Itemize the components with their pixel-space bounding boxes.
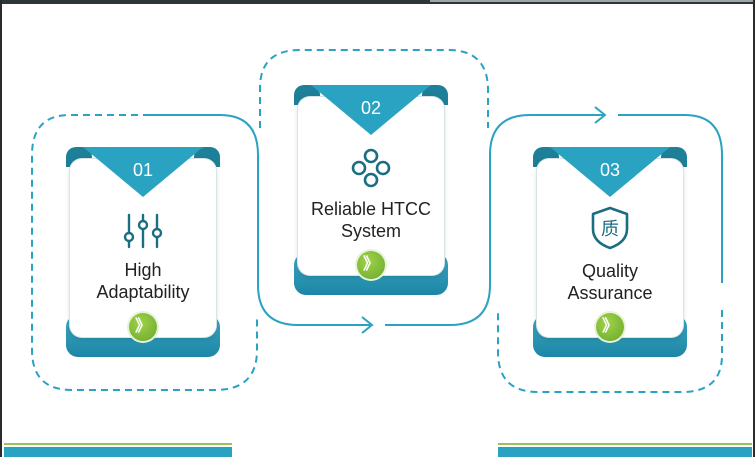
- quality-badge-char: 质: [601, 219, 619, 240]
- step-title-line2: Assurance: [567, 283, 653, 303]
- right-frame: [753, 0, 755, 457]
- step-title-line2: System: [340, 221, 401, 241]
- number-tab: [83, 147, 203, 197]
- step-title-line1: Reliable HTCC: [310, 199, 432, 219]
- bottom-band-right: [498, 443, 752, 457]
- connector-solid-2: [385, 114, 603, 326]
- connector-solid-1: [150, 114, 370, 326]
- go-button[interactable]: 》: [129, 313, 157, 341]
- step-card-3: 03 质 Quality Assurance 》: [533, 147, 687, 357]
- connector-loop-1: [31, 114, 258, 391]
- arrow-head-2: [594, 106, 607, 124]
- step-card-2: 02 Reliable HTCC System 》: [294, 85, 448, 295]
- bottom-band-accent: [4, 443, 232, 445]
- step-title-line1: Quality: [581, 261, 639, 281]
- top-strip-highlight: [430, 0, 755, 2]
- connector-loop-3: [497, 310, 723, 393]
- step-number: 03: [599, 160, 621, 180]
- go-button[interactable]: 》: [596, 313, 624, 341]
- left-frame: [0, 0, 2, 457]
- go-button[interactable]: 》: [357, 251, 385, 279]
- step-title-line2: Adaptability: [96, 282, 190, 302]
- step-card-1: 01 High Adaptability 》: [66, 147, 220, 357]
- number-tab: [550, 147, 670, 197]
- number-tab: [311, 85, 431, 135]
- step-title: High Adaptability: [66, 259, 220, 303]
- bottom-band-left: [4, 443, 232, 457]
- step-title: Reliable HTCC System: [294, 198, 448, 242]
- sliders-icon: [121, 211, 165, 256]
- quality-shield-icon: 质: [588, 205, 632, 256]
- step-number: 02: [360, 98, 382, 118]
- arrow-head-1: [361, 316, 374, 334]
- step-title-line1: High: [124, 260, 162, 280]
- bottom-band-accent: [498, 443, 752, 445]
- four-circles-icon: [350, 147, 392, 194]
- connector-solid-3: [618, 114, 723, 283]
- step-title: Quality Assurance: [533, 260, 687, 304]
- step-number: 01: [132, 160, 154, 180]
- top-strip: [0, 0, 755, 4]
